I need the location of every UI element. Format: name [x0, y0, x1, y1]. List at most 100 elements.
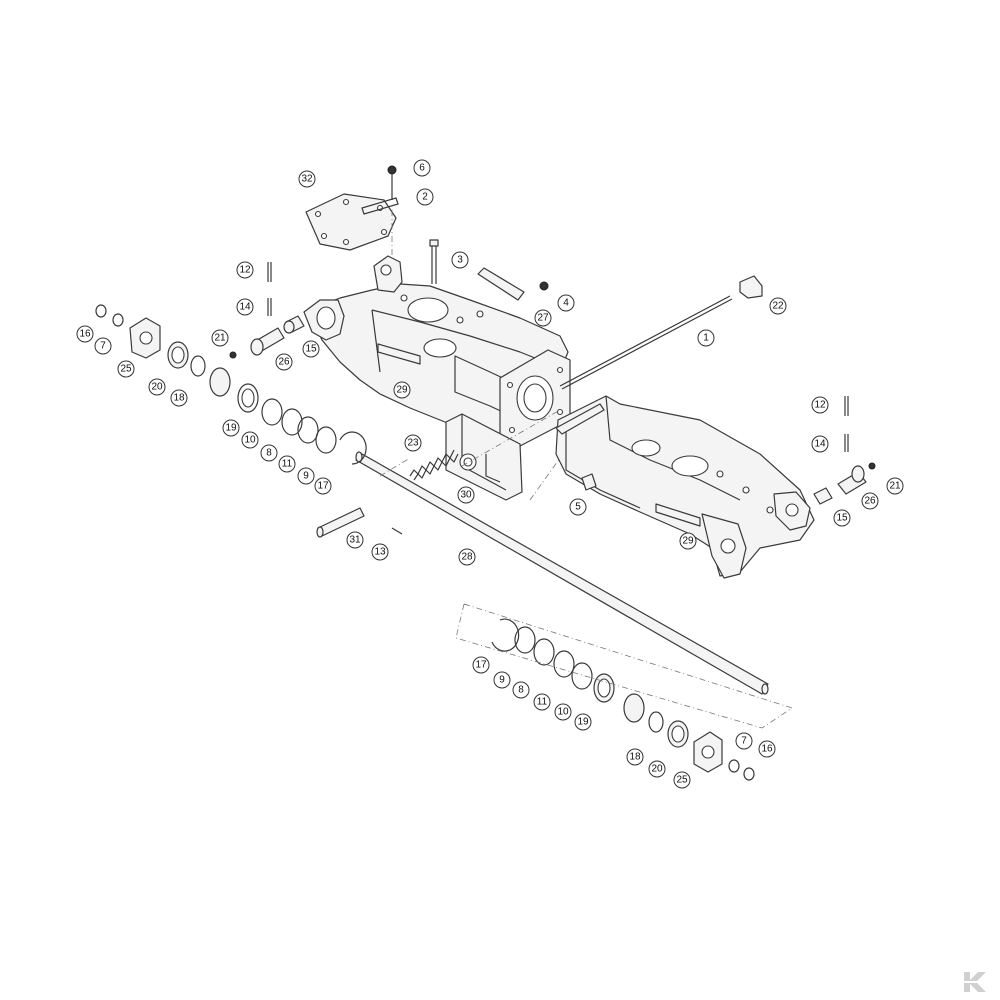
callout-circle	[533, 693, 551, 711]
callout-15: 15	[833, 509, 851, 527]
shaft-28	[355, 451, 769, 695]
callout-circle	[458, 548, 476, 566]
assembly-lines	[379, 210, 793, 729]
rod-1	[559, 295, 733, 390]
callout-circle	[735, 732, 753, 750]
callout-8: 8	[512, 681, 530, 699]
screw-5	[581, 473, 597, 491]
callout-label: 7	[741, 736, 747, 747]
callout-label: 15	[836, 513, 848, 524]
right-bearing-stack	[491, 618, 755, 781]
callout-circle	[404, 434, 422, 452]
callout-label: 10	[244, 435, 256, 446]
callout-31: 31	[346, 531, 364, 549]
callout-label: 18	[173, 393, 185, 404]
callout-21: 21	[211, 329, 229, 347]
callout-circle	[393, 381, 411, 399]
callout-label: 28	[461, 552, 473, 563]
callout-4: 4	[557, 294, 575, 312]
callout-label: 8	[518, 685, 524, 696]
bracket-22	[739, 275, 763, 299]
callout-29: 29	[393, 381, 411, 399]
right-pin-14	[844, 434, 849, 452]
right-bushing-15	[813, 487, 833, 505]
callout-label: 7	[100, 341, 106, 352]
left-axle-26	[229, 327, 285, 359]
callout-label: 16	[761, 744, 773, 755]
callout-label: 19	[225, 423, 237, 434]
bolt-3	[429, 239, 439, 284]
callout-circle	[117, 360, 135, 378]
callout-circle	[493, 671, 511, 689]
callout-label: 16	[79, 329, 91, 340]
callout-circle	[314, 477, 332, 495]
callout-circle	[260, 444, 278, 462]
callout-label: 17	[317, 481, 329, 492]
callout-label: 13	[374, 547, 386, 558]
callout-10: 10	[554, 703, 572, 721]
callout-26: 26	[275, 353, 293, 371]
pin-31	[316, 507, 365, 538]
callout-circle	[451, 251, 469, 269]
left-pin-14	[267, 298, 272, 316]
callout-26: 26	[861, 492, 879, 510]
callout-label: 11	[537, 697, 548, 708]
callout-29: 29	[679, 532, 697, 550]
callout-circle	[679, 532, 697, 550]
callout-label: 14	[814, 439, 826, 450]
callout-circle	[811, 396, 829, 414]
left-bearing-stack	[95, 304, 367, 465]
callout-label: 9	[303, 471, 309, 482]
callout-label: 22	[772, 301, 784, 312]
callout-10: 10	[241, 431, 259, 449]
callout-circle	[769, 297, 787, 315]
callout-circle	[416, 188, 434, 206]
callout-18: 18	[170, 389, 188, 407]
callout-15: 15	[302, 340, 320, 358]
callout-circle	[569, 498, 587, 516]
callout-circle	[861, 492, 879, 510]
right-axle-26	[837, 462, 876, 495]
cover-plate	[305, 165, 399, 251]
callout-circle	[371, 543, 389, 561]
callout-16: 16	[76, 325, 94, 343]
brand-k-icon	[962, 972, 992, 992]
callout-circle	[673, 771, 691, 789]
callout-label: 31	[349, 535, 361, 546]
callout-17: 17	[472, 656, 490, 674]
callout-21: 21	[886, 477, 904, 495]
callout-circle	[557, 294, 575, 312]
callout-label: 6	[419, 163, 425, 174]
callout-14: 14	[811, 435, 829, 453]
callout-16: 16	[758, 740, 776, 758]
callout-circle	[886, 477, 904, 495]
callout-2: 2	[416, 188, 434, 206]
callout-7: 7	[94, 337, 112, 355]
callout-circle	[297, 467, 315, 485]
screw-4	[539, 281, 549, 291]
callout-label: 15	[305, 344, 317, 355]
callout-25: 25	[673, 771, 691, 789]
callout-circle	[148, 378, 166, 396]
callout-32: 32	[298, 170, 316, 188]
callout-8: 8	[260, 444, 278, 462]
callout-label: 29	[682, 536, 694, 547]
callout-circle	[413, 159, 431, 177]
callout-label: 19	[577, 717, 589, 728]
callout-9: 9	[297, 467, 315, 485]
callout-label: 4	[563, 298, 569, 309]
spring-23	[409, 449, 459, 481]
callout-circle	[241, 431, 259, 449]
callout-label: 9	[499, 675, 505, 686]
callout-circle	[346, 531, 364, 549]
callout-20: 20	[648, 760, 666, 778]
callout-circle	[275, 353, 293, 371]
callout-19: 19	[222, 419, 240, 437]
callout-23: 23	[404, 434, 422, 452]
lower-gearbox-housing	[555, 395, 815, 579]
callout-circle	[211, 329, 229, 347]
callout-label: 14	[239, 302, 251, 313]
callout-label: 2	[422, 192, 428, 203]
callout-12: 12	[236, 261, 254, 279]
